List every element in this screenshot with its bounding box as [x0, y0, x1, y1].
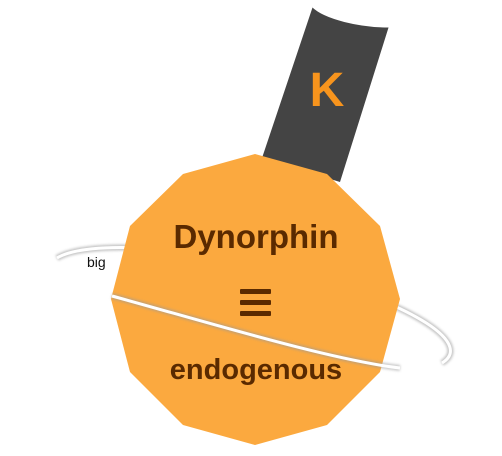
dynorphin-plate	[111, 154, 400, 445]
plate-title: Dynorphin	[174, 218, 339, 255]
plate-subtitle: endogenous	[170, 354, 342, 386]
identical-to-icon	[240, 289, 271, 316]
ring-label: big	[87, 254, 106, 270]
ring-front	[111, 293, 401, 371]
kappa-badge-letter: K	[310, 64, 345, 117]
kappa-handle	[262, 4, 390, 182]
